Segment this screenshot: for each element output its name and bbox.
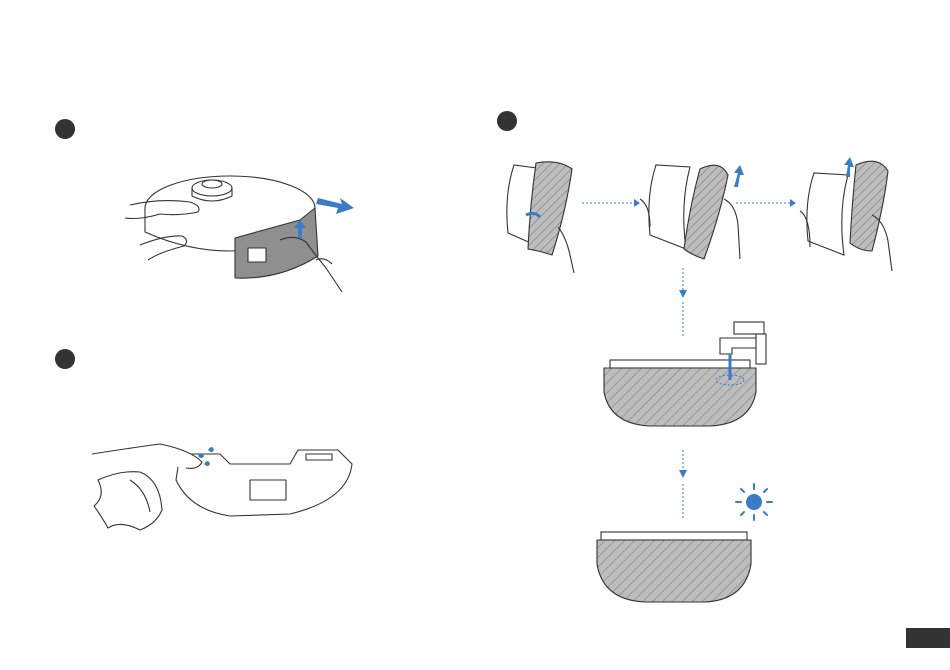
flow-arrow-icon xyxy=(582,199,796,207)
removal-frame-3 xyxy=(800,161,892,271)
sun-icon xyxy=(734,482,774,522)
page-number-tab xyxy=(906,628,950,648)
up-arrow-icon xyxy=(734,165,744,187)
robot-remove-bracket-illustration xyxy=(120,160,360,300)
flow-arrow-icon xyxy=(678,450,688,520)
step-1-badge xyxy=(55,119,75,139)
step-2-badge xyxy=(497,111,517,131)
pull-arrow-icon xyxy=(316,198,354,214)
wipe-bracket-illustration xyxy=(90,440,360,535)
removal-frame-2 xyxy=(640,165,740,259)
mop-pad-removal-sequence xyxy=(500,155,900,275)
removal-frame-1 xyxy=(507,162,574,273)
up-arrow-icon xyxy=(844,157,854,177)
dry-mop-pad-illustration xyxy=(595,530,755,606)
step-3-badge xyxy=(55,349,75,369)
wash-mop-pad-illustration xyxy=(600,320,780,430)
